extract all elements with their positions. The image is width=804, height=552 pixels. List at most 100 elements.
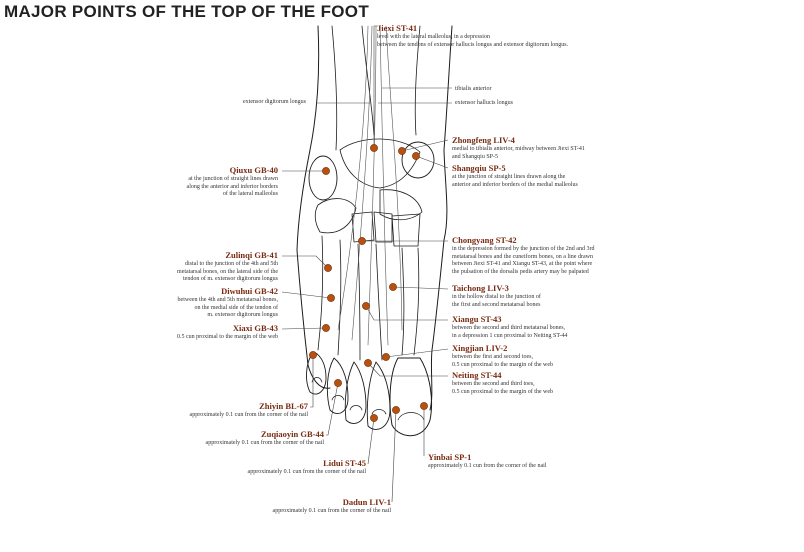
leader-line-taichong bbox=[392, 286, 449, 290]
foot-outline-lateral bbox=[296, 249, 331, 389]
point-desc: approximately 0.1 cun from the corner of… bbox=[428, 463, 547, 469]
point-desc: in the depression formed by the junction… bbox=[452, 246, 595, 252]
label-qiuxu-gb40: Qiuxu GB-40 at the junction of straight … bbox=[118, 165, 278, 199]
metatarsal-1 bbox=[401, 247, 420, 356]
acupoint-marker-xiangu bbox=[362, 302, 370, 310]
muscle-label-tibialis-anterior: tibialis anterior bbox=[455, 86, 492, 92]
tendons bbox=[337, 25, 403, 346]
point-name: Yinbai SP-1 bbox=[428, 452, 472, 462]
point-desc: approximately 0.1 cun from the corner of… bbox=[189, 412, 308, 418]
label-xiangu-st43: Xiangu ST-43 between the second and thir… bbox=[452, 314, 672, 340]
acupoint-marker-neiting bbox=[364, 359, 372, 367]
point-name: Shangqiu SP-5 bbox=[452, 163, 506, 173]
label-zhongfeng-liv4: Zhongfeng LIV-4 medial to tibialis anter… bbox=[452, 135, 672, 161]
acupoint-marker-jiexi bbox=[370, 144, 378, 152]
point-desc: on the medial side of the tendon of bbox=[194, 304, 278, 311]
point-desc: at the junction of straight lines drawn … bbox=[452, 174, 566, 180]
point-desc: anterior and inferior borders of the med… bbox=[452, 181, 578, 188]
cuneiform-bones bbox=[351, 211, 421, 247]
point-name: Zhongfeng LIV-4 bbox=[452, 135, 515, 145]
label-dadun-liv1: Dadun LIV-1 approximately 0.1 cun from t… bbox=[191, 497, 391, 516]
point-desc: approximately 0.1 cun from the corner of… bbox=[272, 508, 391, 514]
acupoint-marker-diwuhui bbox=[327, 294, 335, 302]
acupoint-marker-shangqiu bbox=[412, 152, 420, 160]
toe-4 bbox=[326, 357, 349, 414]
point-name: Xingjian LIV-2 bbox=[452, 343, 508, 353]
point-desc: the pulsation of the dorsalis pedis arte… bbox=[452, 268, 589, 275]
acupoint-marker-yinbai bbox=[420, 402, 428, 410]
point-desc: between the 4th and 5th metatarsal bones… bbox=[177, 297, 278, 303]
acupoint-marker-zulinqi bbox=[324, 264, 332, 272]
point-desc: 0.5 cun proximal to the margin of the we… bbox=[176, 334, 278, 340]
foot-outline-medial bbox=[429, 239, 445, 411]
point-desc: m. extensor digitorum longus bbox=[207, 312, 278, 318]
leader-line-zhiyin bbox=[310, 355, 314, 408]
leader-line-xiaxi bbox=[281, 327, 327, 330]
leader-line-xiangu bbox=[365, 305, 448, 321]
point-desc: distal to the junction of the 4th and 5t… bbox=[185, 261, 278, 267]
point-desc: 0.5 cun proximal to the margin of the we… bbox=[452, 388, 554, 395]
point-name: Zuqiaoyin GB-44 bbox=[260, 429, 324, 439]
point-desc: along the anterior and inferior borders bbox=[186, 183, 278, 190]
label-lidui-st45: Lidui ST-45 approximately 0.1 cun from t… bbox=[166, 458, 366, 477]
point-desc: between the tendons of extensor hallucis… bbox=[377, 41, 569, 48]
point-desc: between Jiexi ST-41 and Xiangu ST-43, at… bbox=[452, 261, 593, 267]
point-name: Dadun LIV-1 bbox=[342, 497, 391, 507]
leader-line-jiexi bbox=[373, 25, 378, 148]
toe-1 bbox=[389, 357, 433, 437]
point-name: Qiuxu GB-40 bbox=[229, 165, 278, 175]
label-chongyang-st42: Chongyang ST-42 in the depression formed… bbox=[452, 235, 672, 276]
muscle-label-extensor-digitorum-longus: extensor digitorum longus bbox=[243, 99, 306, 105]
label-xingjian-liv2: Xingjian LIV-2 between the first and sec… bbox=[452, 343, 652, 369]
leader-line-zuqiaoyin bbox=[326, 382, 339, 436]
point-desc: 0.5 cun proximal to the margin of the we… bbox=[452, 361, 554, 368]
point-name: Xiaxi GB-43 bbox=[232, 323, 278, 333]
acupoint-marker-lidui bbox=[370, 414, 378, 422]
fibula-bone bbox=[331, 25, 338, 151]
label-zulinqi-gb41: Zulinqi GB-41 distal to the junction of … bbox=[118, 250, 278, 284]
leader-line-dadun bbox=[391, 409, 397, 503]
acupoint-marker-xiaxi bbox=[322, 324, 330, 332]
metatarsal-4 bbox=[337, 239, 342, 356]
label-zuqiaoyin-gb44: Zuqiaoyin GB-44 approximately 0.1 cun fr… bbox=[124, 429, 324, 448]
point-desc: the first and second metatarsal bones bbox=[452, 301, 541, 308]
acupoint-marker-taichong bbox=[389, 283, 397, 291]
acupoint-marker-qiuxu bbox=[322, 167, 330, 175]
label-shangqiu-sp5: Shangqiu SP-5 at the junction of straigh… bbox=[452, 163, 672, 189]
leader-line-xingjian bbox=[385, 348, 449, 358]
point-desc: approximately 0.1 cun from the corner of… bbox=[205, 440, 324, 446]
point-desc: between the second and third metatarsal … bbox=[452, 325, 566, 331]
label-yinbai-sp1: Yinbai SP-1 approximately 0.1 cun from t… bbox=[428, 452, 628, 471]
leader-line-shangqiu bbox=[415, 155, 449, 169]
toe-nails bbox=[311, 377, 425, 421]
label-jiexi-st41: Jiexi ST-41 level with the lateral malle… bbox=[377, 23, 677, 49]
label-zhiyin-bl67: Zhiyin BL-67 approximately 0.1 cun from … bbox=[108, 401, 308, 420]
leader-line-neiting bbox=[367, 362, 448, 377]
point-desc: at the junction of straight lines drawn bbox=[188, 176, 278, 182]
label-neiting-st44: Neiting ST-44 between the second and thi… bbox=[452, 370, 652, 396]
point-desc: and Shangqiu SP-5 bbox=[452, 153, 499, 160]
leg-outline-right bbox=[443, 25, 453, 241]
point-desc: approximately 0.1 cun from the corner of… bbox=[247, 469, 366, 475]
point-desc: medial to tibialis anterior, midway betw… bbox=[452, 146, 585, 152]
metatarsal-2 bbox=[375, 243, 383, 361]
lateral-malleolus bbox=[308, 155, 338, 201]
point-desc: level with the lateral malleolus, in a d… bbox=[377, 34, 490, 40]
label-diwuhui-gb42: Diwuhui GB-42 between the 4th and 5th me… bbox=[118, 286, 278, 320]
point-desc: tendon of m. extensor digitorum longus bbox=[183, 276, 278, 282]
point-desc: in a depression 1 cun proximal to Neitin… bbox=[452, 332, 568, 339]
acupoint-marker-zuqiaoyin bbox=[334, 379, 342, 387]
point-name: Zhiyin BL-67 bbox=[259, 401, 308, 411]
point-name: Jiexi ST-41 bbox=[377, 23, 418, 33]
point-name: Diwuhui GB-42 bbox=[221, 286, 278, 296]
label-taichong-liv3: Taichong LIV-3 in the hollow distal to t… bbox=[452, 283, 652, 309]
point-name: Chongyang ST-42 bbox=[452, 235, 517, 245]
acupoint-marker-zhiyin bbox=[309, 351, 317, 359]
toe-3 bbox=[344, 361, 367, 424]
medial-malleolus bbox=[401, 141, 435, 179]
toe-5 bbox=[306, 351, 327, 395]
leader-line-zhongfeng bbox=[401, 139, 449, 152]
acupoint-marker-chongyang bbox=[358, 237, 366, 245]
